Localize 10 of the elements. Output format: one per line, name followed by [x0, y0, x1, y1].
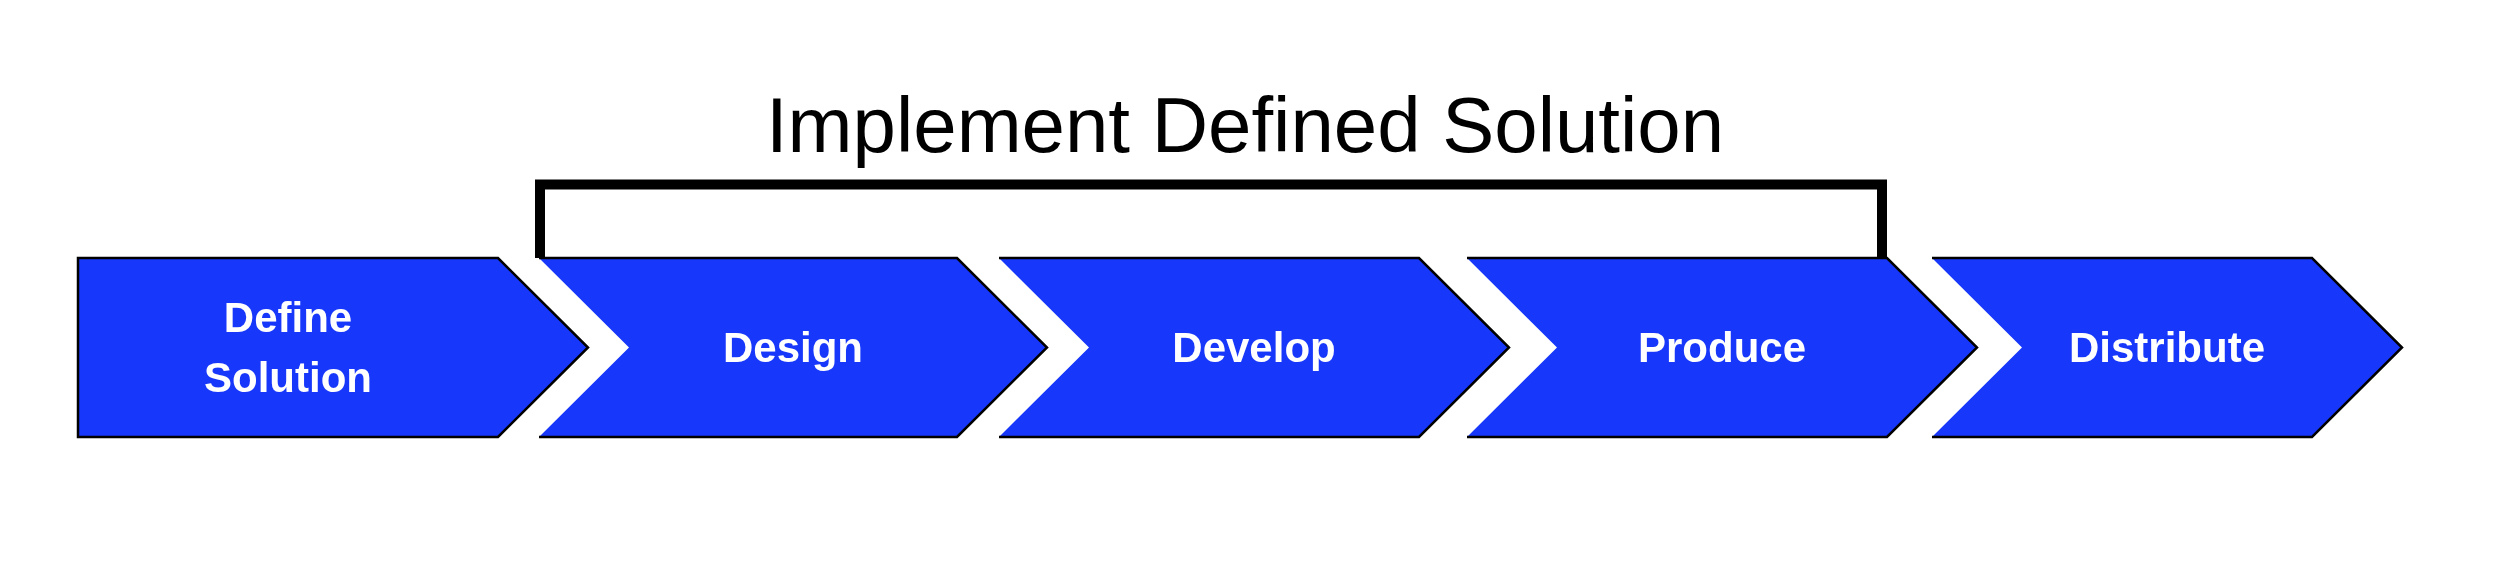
step-label: Develop	[1172, 322, 1336, 373]
chevron-step	[78, 258, 588, 437]
chevron-step	[999, 258, 1509, 437]
step-label: Distribute	[2069, 322, 2265, 373]
step-label: Design	[723, 322, 863, 373]
chevron-step	[539, 258, 1047, 437]
step-label: Produce	[1638, 322, 1806, 373]
chevron-step	[1932, 258, 2402, 437]
chevron-step	[1467, 258, 1977, 437]
step-label: Define Solution	[204, 292, 372, 403]
